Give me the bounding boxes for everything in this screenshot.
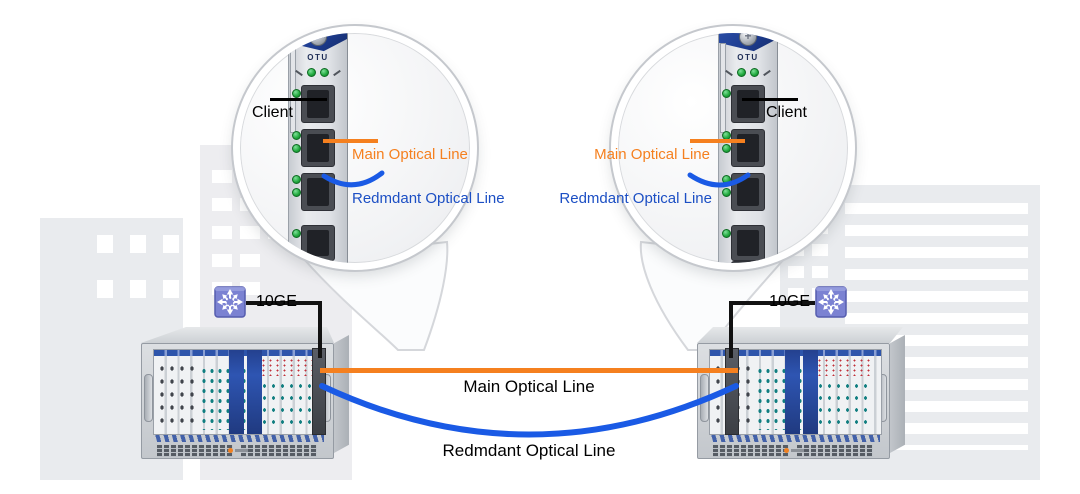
otu-card: + OTU xyxy=(288,33,348,263)
chassis-handle xyxy=(144,374,153,422)
building-window xyxy=(788,288,804,300)
access-cable-left xyxy=(318,301,322,358)
led-indicators-teal xyxy=(816,380,872,428)
ejector-levers xyxy=(709,435,880,442)
building-window xyxy=(130,280,146,298)
vent-grille xyxy=(713,445,789,457)
port-led xyxy=(722,89,731,98)
building-window xyxy=(212,254,232,267)
port-led xyxy=(292,144,301,153)
status-leds xyxy=(289,68,347,77)
led-indicators-dark xyxy=(157,362,199,430)
wide-card xyxy=(247,350,262,434)
port-spare xyxy=(301,225,335,261)
redundant-line-pointer xyxy=(321,170,385,188)
led-indicators-teal xyxy=(260,380,316,428)
building-window xyxy=(788,266,804,278)
building-window xyxy=(212,198,232,211)
building-window xyxy=(212,226,232,239)
ejector-levers xyxy=(153,435,324,442)
chassis-front-face xyxy=(697,343,890,459)
chassis-top-face xyxy=(697,327,903,343)
switch-icon xyxy=(815,286,847,318)
access-cable-left xyxy=(246,301,322,305)
main-line-pointer xyxy=(323,139,378,143)
port-led xyxy=(292,131,301,140)
port-spare xyxy=(731,261,765,263)
building-window xyxy=(812,266,828,278)
port-led xyxy=(722,188,731,197)
client-label: Client xyxy=(766,104,807,121)
port-led xyxy=(722,144,731,153)
chassis-side-face xyxy=(890,335,905,453)
building-right-tall xyxy=(838,185,1040,480)
port-led xyxy=(292,175,301,184)
port-led xyxy=(722,265,731,270)
client-pointer-line xyxy=(742,98,798,101)
client-pointer-line xyxy=(270,98,327,101)
main-line-label: Main Optical Line xyxy=(352,146,468,163)
chassis-front-face xyxy=(141,343,334,459)
port-client xyxy=(301,85,335,123)
building-window xyxy=(812,244,828,256)
otu-card: + OTU xyxy=(718,33,778,270)
building-window xyxy=(163,235,179,253)
port-spare xyxy=(731,225,765,261)
building-window xyxy=(163,280,179,298)
vent-grille xyxy=(797,445,873,457)
magnifier-left: + OTU xyxy=(231,24,479,272)
access-rate-label-left: 10GE xyxy=(256,293,297,310)
vent-grille xyxy=(157,445,233,457)
led-indicators-red xyxy=(816,358,872,376)
access-cable-right xyxy=(729,301,733,358)
vendor-logo xyxy=(783,448,804,453)
led-indicators-red xyxy=(260,358,316,376)
card-title: OTU xyxy=(737,53,759,62)
access-cable-right xyxy=(729,301,815,305)
switch-icon xyxy=(214,286,246,318)
wide-card xyxy=(803,350,818,434)
port-led xyxy=(292,89,301,98)
chassis-top-face xyxy=(141,327,335,343)
redundant-optical-line xyxy=(319,383,739,438)
card-cage xyxy=(153,349,326,435)
building-window xyxy=(97,280,113,298)
magnifier-right: + OTU xyxy=(609,24,857,272)
redundant-line-pointer xyxy=(687,172,751,188)
building-window xyxy=(130,235,146,253)
building-window xyxy=(240,226,260,239)
main-optical-line-label: Main Optical Line xyxy=(463,377,595,396)
access-rate-label-right: 10GE xyxy=(769,293,810,310)
port-main-line xyxy=(301,129,335,167)
vent-grille xyxy=(241,445,317,457)
chassis-right xyxy=(697,327,905,459)
redundant-line-label: Redmdant Optical Line xyxy=(352,190,505,207)
redundant-optical-line-label: Redmdant Optical Line xyxy=(442,441,616,460)
building-window xyxy=(97,235,113,253)
card-title: OTU xyxy=(307,53,329,62)
port-led xyxy=(292,188,301,197)
port-spare xyxy=(301,261,335,263)
main-line-pointer xyxy=(690,139,745,143)
main-line-label: Main Optical Line xyxy=(594,146,710,163)
building-window xyxy=(212,170,232,183)
main-optical-line xyxy=(320,368,738,373)
vendor-logo xyxy=(227,448,248,453)
building-window xyxy=(240,254,260,267)
wide-card xyxy=(229,350,244,434)
screw-icon: + xyxy=(309,33,327,46)
screw-icon: + xyxy=(739,33,757,46)
client-label: Client xyxy=(252,104,293,121)
port-main-line xyxy=(731,129,765,167)
port-redundant-line xyxy=(731,173,765,211)
wide-card xyxy=(785,350,800,434)
redundant-line-label: Redmdant Optical Line xyxy=(559,190,712,207)
port-client xyxy=(731,85,765,123)
port-led xyxy=(292,229,301,238)
status-leds xyxy=(719,68,777,77)
funnel-right xyxy=(639,240,788,351)
chassis-left xyxy=(141,327,349,459)
port-led xyxy=(722,229,731,238)
